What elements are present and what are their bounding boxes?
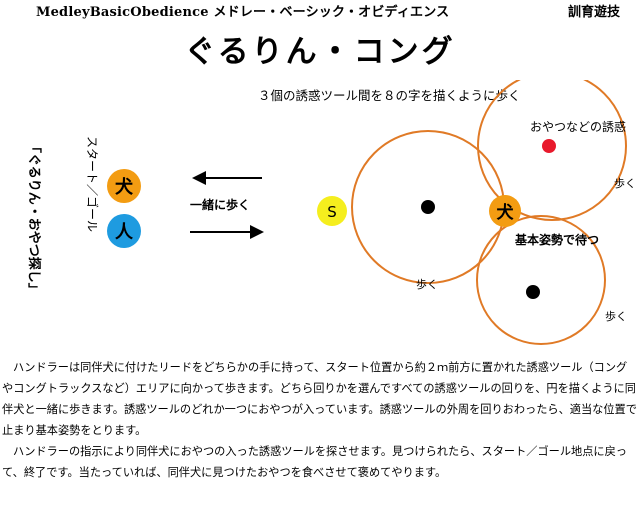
treat-label: おやつなどの誘惑 <box>530 120 626 134</box>
arrow-left <box>192 171 262 185</box>
series-header: MedleyBasicObedience メドレー・ベーシック・オビディエンス … <box>0 0 640 20</box>
diagram-caption: ３個の誘惑ツール間を８の字を描くように歩く <box>258 88 521 103</box>
lure-tool-treat <box>542 139 556 153</box>
dog-marker-waiting: 犬 <box>489 195 521 227</box>
dog-glyph: 犬 <box>115 176 134 198</box>
dog-marker: 犬 <box>107 169 141 203</box>
walk-label-bottom-right: 歩く <box>605 309 627 323</box>
description-paragraph-2: ハンドラーの指示により同伴犬におやつの入った誘惑ツールを探させます。見つけられた… <box>2 445 627 479</box>
arrow-right <box>190 225 264 239</box>
start-goal-label: スタート／ゴール <box>85 136 100 232</box>
series-title: MedleyBasicObedience メドレー・ベーシック・オビディエンス <box>36 5 450 20</box>
lure-tool-bottom <box>526 285 540 299</box>
person-glyph: 人 <box>115 222 134 243</box>
walk-label-left: 歩く <box>416 277 438 291</box>
side-title: 「ぐるりん・おやつ探し」 <box>26 140 42 296</box>
lure-circle-top-right <box>477 80 627 221</box>
club-name: 訓育遊技 <box>568 5 621 20</box>
lure-tool-left <box>421 200 435 214</box>
side-title-text: 「ぐるりん・おやつ探し」 <box>26 140 42 296</box>
page-title: ぐるりん・コング <box>184 34 456 70</box>
start-marker: S <box>317 196 347 226</box>
basic-position-label: 基本姿勢で待つ <box>514 232 599 247</box>
lure-circle-bottom-right <box>476 215 606 345</box>
walk-together-label: 一緒に歩く <box>190 197 250 212</box>
dog-glyph-waiting: 犬 <box>497 202 515 223</box>
description: ハンドラーは同伴犬に付けたリードをどちらかの手に持って、スタート位置から約２ｍ前… <box>2 357 638 483</box>
walk-label-top-right: 歩く <box>614 176 636 190</box>
person-marker: 人 <box>107 214 141 248</box>
description-paragraph-1: ハンドラーは同伴犬に付けたリードをどちらかの手に持って、スタート位置から約２ｍ前… <box>2 361 637 437</box>
course-diagram: ３個の誘惑ツール間を８の字を描くように歩く 「ぐるりん・おやつ探し」 スタート／… <box>26 80 636 345</box>
start-marker-label: S <box>327 203 337 221</box>
